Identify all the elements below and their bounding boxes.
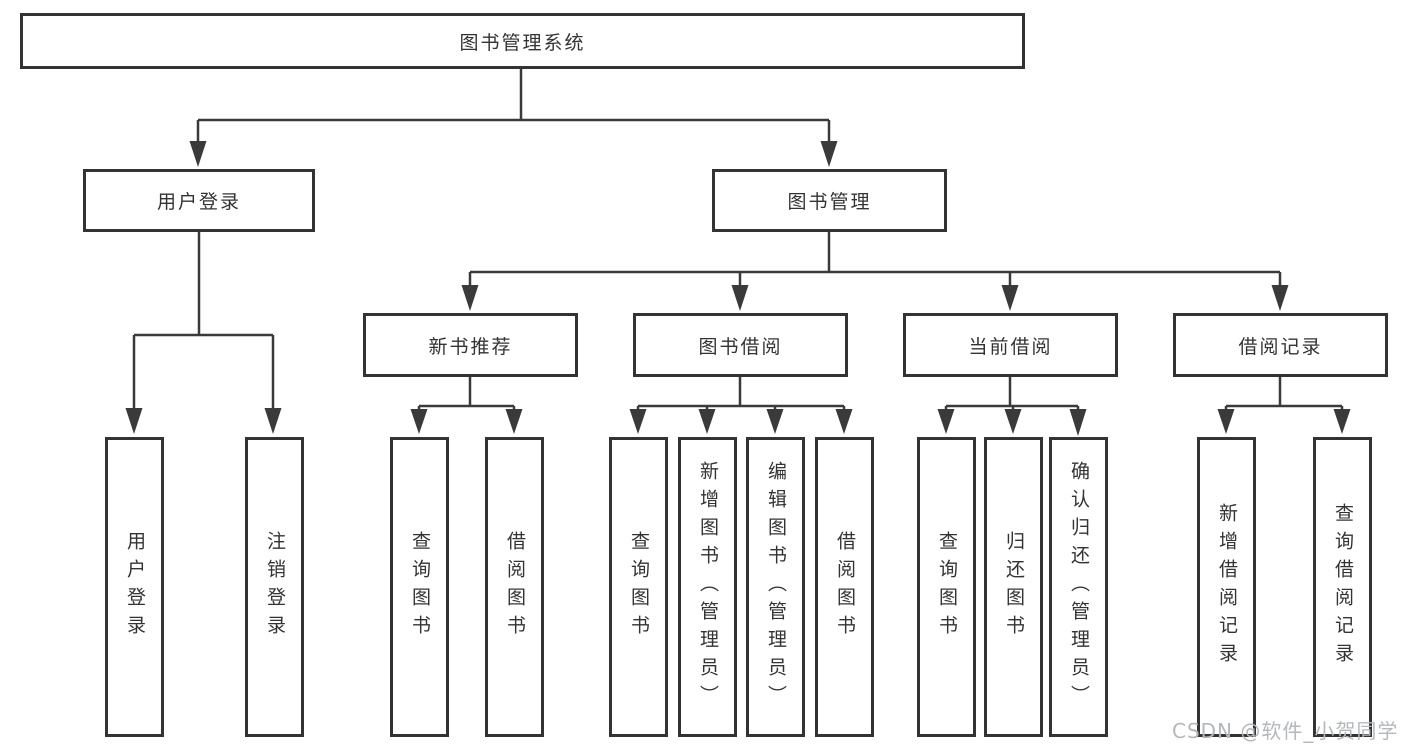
leaf-user-login: 用户登录 <box>105 437 164 737</box>
node-current-borrow: 当前借阅 <box>903 313 1118 377</box>
connector-new-book-recommend-to-leaves <box>410 377 523 434</box>
connector-user-login-to-leaves <box>125 232 282 434</box>
leaf-current-return-book: 归还图书 <box>984 437 1043 737</box>
node-borrow-records: 借阅记录 <box>1173 313 1388 377</box>
connector-borrow-records-to-leaves <box>1217 377 1351 434</box>
leaf-records-add-record: 新增借阅记录 <box>1197 437 1256 737</box>
node-book-borrow: 图书借阅 <box>633 313 848 377</box>
leaf-borrow-query-book: 查询图书 <box>609 437 668 737</box>
leaf-current-query-book: 查询图书 <box>917 437 976 737</box>
node-root-library-system: 图书管理系统 <box>20 13 1025 69</box>
connector-book-borrow-to-leaves <box>629 377 853 434</box>
connector-root-to-level2 <box>189 69 838 167</box>
leaf-current-confirm-return-admin: 确认归还（管理员） <box>1049 437 1108 737</box>
node-user-login: 用户登录 <box>83 169 315 232</box>
leaf-borrow-add-book-admin: 新增图书（管理员） <box>678 437 737 737</box>
connector-current-borrow-to-leaves <box>937 377 1087 436</box>
leaf-logout: 注销登录 <box>245 437 304 737</box>
leaf-recommend-borrow-book: 借阅图书 <box>485 437 544 737</box>
csdn-watermark: CSDN @软件_小贺同学 <box>1172 719 1399 743</box>
leaf-borrow-borrow-book: 借阅图书 <box>815 437 874 737</box>
node-book-management: 图书管理 <box>712 169 947 232</box>
leaf-recommend-query-book: 查询图书 <box>390 437 449 737</box>
leaf-borrow-edit-book-admin: 编辑图书（管理员） <box>746 437 805 737</box>
leaf-records-query-record: 查询借阅记录 <box>1313 437 1372 737</box>
connector-book-management-to-level3 <box>461 232 1289 311</box>
node-new-book-recommend: 新书推荐 <box>363 313 578 377</box>
